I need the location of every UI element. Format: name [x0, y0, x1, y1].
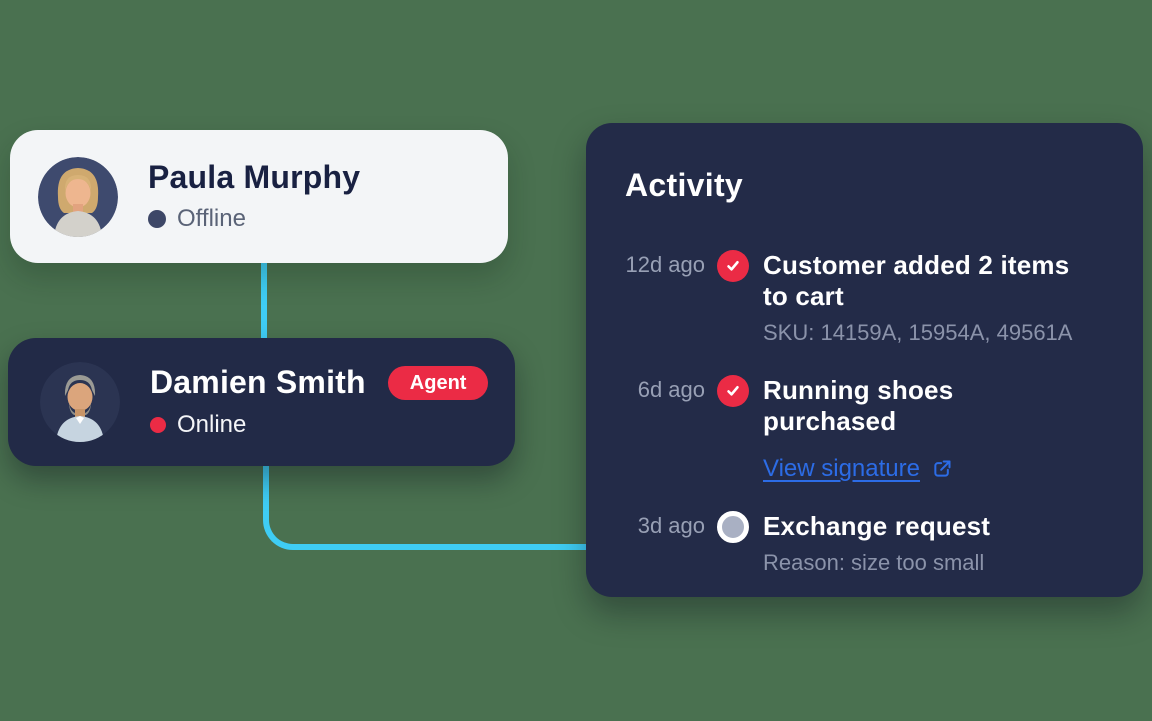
customer-name: Paula Murphy	[148, 158, 361, 195]
activity-item-title: Running shoes purchased	[763, 374, 954, 436]
activity-item-purchase: 6d ago Running shoes purchased View sign…	[625, 374, 1107, 483]
online-status-dot	[150, 416, 166, 433]
connector-line-vertical	[261, 258, 267, 344]
activity-item-cart: 12d ago Customer added 2 items to cart S…	[625, 250, 1107, 347]
check-circle-icon	[717, 250, 749, 282]
offline-status-dot	[148, 210, 166, 229]
activity-panel: Activity 12d ago Customer added 2 items …	[586, 123, 1143, 597]
agent-status-label: Online	[177, 410, 247, 438]
customer-avatar	[38, 156, 118, 237]
female-customer-photo	[38, 156, 118, 237]
agent-badge: Agent	[387, 366, 489, 400]
male-agent-photo	[40, 362, 120, 442]
activity-item-title: Customer added 2 items to cart	[763, 250, 1070, 312]
agent-name: Damien Smith	[150, 364, 366, 401]
activity-item-exchange: 3d ago Exchange request Reason: size too…	[625, 511, 1107, 577]
activity-item-timestamp: 12d ago	[625, 252, 705, 277]
customer-status-label: Offline	[177, 205, 246, 233]
customer-card[interactable]: Paula Murphy Offline	[10, 130, 508, 263]
view-signature-link[interactable]: View signature	[763, 455, 920, 483]
connector-line-elbow	[263, 458, 596, 550]
activity-panel-title: Activity	[625, 167, 743, 203]
activity-item-timestamp: 3d ago	[637, 513, 705, 539]
activity-item-reason: Reason: size too small	[763, 550, 985, 576]
external-link-icon[interactable]	[932, 459, 952, 479]
activity-item-timestamp: 6d ago	[637, 376, 705, 402]
activity-item-title: Exchange request	[763, 511, 991, 542]
check-circle-icon	[717, 374, 749, 407]
activity-item-sku: SKU: 14159A, 15954A, 49561A	[763, 320, 1073, 346]
pending-circle-icon	[717, 511, 749, 544]
agent-avatar	[40, 362, 120, 442]
agent-card[interactable]: Damien Smith Agent Online	[8, 338, 515, 466]
